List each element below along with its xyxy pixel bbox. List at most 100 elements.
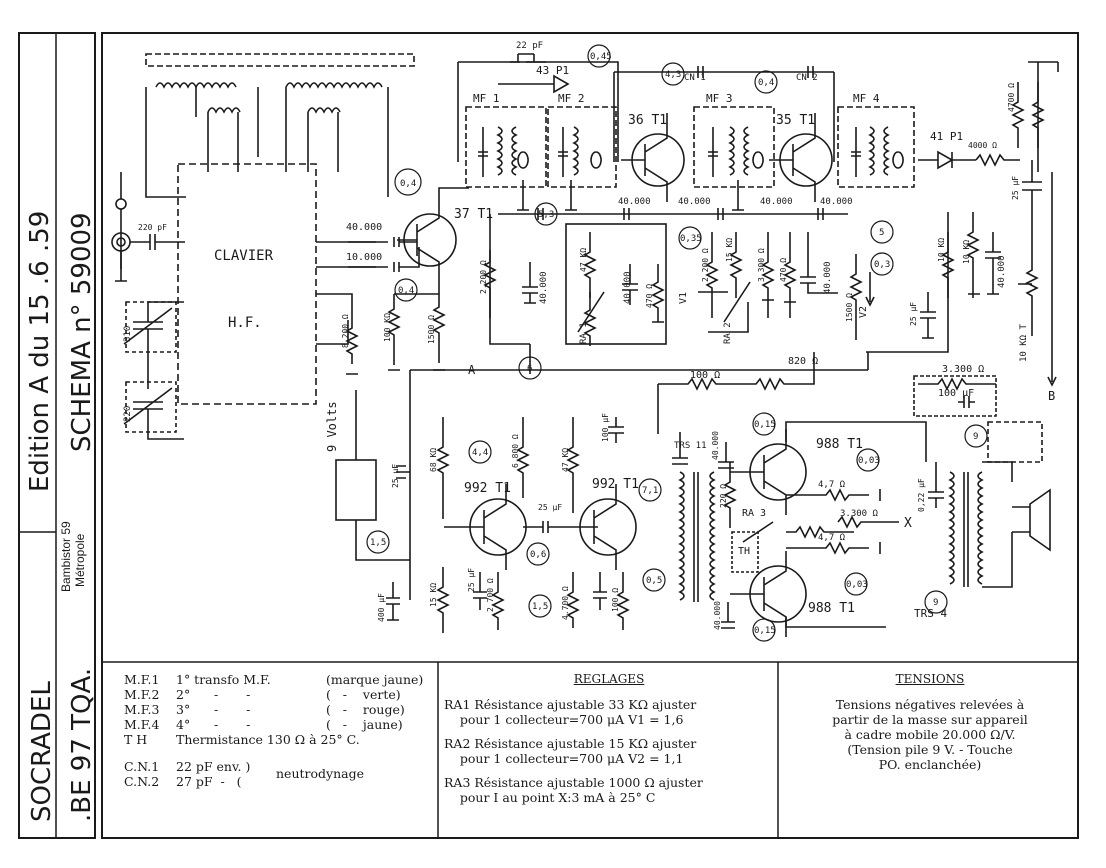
voltage-5: 0,4	[398, 286, 414, 296]
voltage-8: 5	[879, 228, 884, 238]
voltage-16: 0,5	[646, 576, 662, 586]
label-res-3300-b: 3.300 Ω	[942, 364, 984, 375]
tensions-section: TENSIONS Tensions négatives relevées à p…	[790, 672, 1070, 772]
label-res-4700: 4700 Ω	[1007, 83, 1016, 112]
tensions-line: PO. enclanchée)	[878, 757, 982, 772]
transformer-trs4	[948, 471, 955, 585]
label-t992b: 992 T1	[592, 477, 639, 492]
label-res-220: 220 Ω	[719, 484, 728, 508]
label-node-a: A	[468, 363, 476, 377]
label-mf2: MF 2	[558, 92, 585, 105]
label-cap-40000-d: 40.000	[678, 197, 711, 207]
label-res-47k-b: 47 KΩ	[561, 448, 570, 472]
label-cap-40000-k: 40.000	[713, 601, 722, 630]
label-cap-100uf-a: 100 μF	[601, 413, 610, 442]
label-res-470-b: 470 Ω	[779, 258, 788, 282]
label-res-8200: 8.200 Ω	[341, 314, 350, 348]
label-cn2: CN 2	[796, 73, 818, 83]
label-trs4: TRS 4	[914, 607, 947, 620]
sidebar-edition: Edition A du 15 .6 .59	[25, 211, 55, 492]
label-cap-100uf-b: 100 μF	[938, 388, 974, 399]
label-node-x: X	[904, 516, 912, 531]
label-cap-40000-a: 40.000	[346, 222, 382, 233]
label-ra2: RA 2	[723, 322, 733, 344]
label-res-47-a: 4,7 Ω	[818, 480, 846, 490]
mf4-box	[837, 106, 915, 188]
mf2-box	[547, 106, 617, 188]
label-mf1: MF 1	[473, 92, 500, 105]
label-cap-40000-e: 40.000	[760, 197, 793, 207]
label-cap-40000-g: 40.000	[623, 271, 633, 304]
voltage-6: 5,3	[538, 210, 554, 220]
voltage-9: 0,3	[874, 260, 890, 270]
voltage-10: 6	[527, 364, 532, 374]
voltage-callouts: 0,45 4,3 0,4 0,4 0,4 5,3 0,35 5 0,3 6 4,…	[366, 44, 988, 642]
voltage-12: 7,1	[642, 486, 658, 496]
voltage-11: 4,4	[472, 448, 488, 458]
label-res-6800: 6.800 Ω	[511, 434, 520, 468]
schematic-drawing: Edition A du 15 .6 .59 SCHEMA n° 59009 S…	[18, 32, 1079, 839]
battery	[335, 459, 377, 521]
voltage-18: 0,03	[858, 456, 880, 466]
res-100k	[387, 294, 401, 371]
label-res-3300-a: 3.300 Ω	[757, 248, 766, 282]
tensions-line: Tensions négatives relevées à	[835, 697, 1025, 712]
reglages-line: pour I au point X:3 mA à 25° C	[444, 790, 656, 805]
voltage-7: 0,35	[680, 234, 702, 244]
reglages-section: REGLAGES RA1 Résistance ajustable 33 KΩ …	[444, 672, 774, 805]
main-frame	[101, 32, 1079, 839]
label-cap-22pf: 22 pF	[516, 41, 543, 51]
label-clavier: CLAVIER	[214, 248, 274, 264]
sidebar-product-line2: Métropole	[73, 533, 87, 587]
label-cap-40000-h: 40.000	[823, 261, 833, 294]
antenna-terminal	[115, 198, 127, 210]
label-cap-25uf-a: 25 μF	[1011, 176, 1020, 200]
sidebar-model: .BE 97 TQA.	[67, 668, 97, 822]
label-res-100: 100 Ω	[690, 370, 720, 381]
label-t992a: 992 T1	[464, 481, 511, 496]
label-diode-43: 43 P1	[536, 64, 569, 77]
label-cap-022uf: 0,22 μF	[917, 478, 926, 512]
label-cap-40000-j: 40.000	[711, 431, 720, 460]
label-cap-220: 220	[123, 406, 133, 422]
label-ra1: RA 1	[579, 322, 589, 344]
antenna-coil-1	[155, 82, 237, 89]
voltage-13: 1,5	[370, 538, 386, 548]
label-diode-41: 41 P1	[930, 130, 963, 143]
label-node-b: B	[1048, 389, 1055, 403]
voltage-3: 0,4	[758, 78, 774, 88]
label-cn1: CN 1	[684, 73, 706, 83]
reglages-line: RA2 Résistance ajustable 15 KΩ ajuster	[444, 736, 697, 751]
voltage-22: 9	[933, 598, 938, 608]
label-th: TH	[738, 546, 750, 557]
label-res-15k-b: 15 KΩ	[429, 583, 438, 607]
label-res-2700: 2.700 Ω	[486, 578, 495, 612]
label-cap-40000-i: 40.000	[997, 255, 1007, 288]
voltage-15: 0,6	[530, 550, 546, 560]
label-cap-40000-f: 40.000	[820, 197, 853, 207]
voltage-19: 0,03	[846, 580, 868, 590]
label-cap-40000-c: 40.000	[618, 197, 651, 207]
label-t36: 36 T1	[628, 113, 667, 128]
res-3300-box	[913, 375, 997, 417]
sidebar-frame	[18, 32, 96, 839]
transistor-992t1-b	[579, 498, 637, 556]
label-ra3: RA 3	[742, 508, 766, 519]
label-t988b: 988 T1	[808, 601, 855, 616]
voltage-20: 0,15	[754, 626, 776, 636]
label-trs11: TRS 11	[674, 441, 707, 451]
tensions-line: (Tension pile 9 V. - Touche	[847, 742, 1013, 757]
label-res-15k-a: 15 KΩ	[725, 238, 734, 262]
voltage-4: 0,4	[400, 179, 416, 189]
res-8200	[345, 320, 359, 375]
label-cap-220pf: 220 pF	[138, 223, 167, 232]
voltage-21: 9	[973, 432, 978, 442]
jack-box	[987, 421, 1043, 463]
hf-box	[177, 163, 317, 405]
label-v2: V2	[858, 306, 869, 318]
